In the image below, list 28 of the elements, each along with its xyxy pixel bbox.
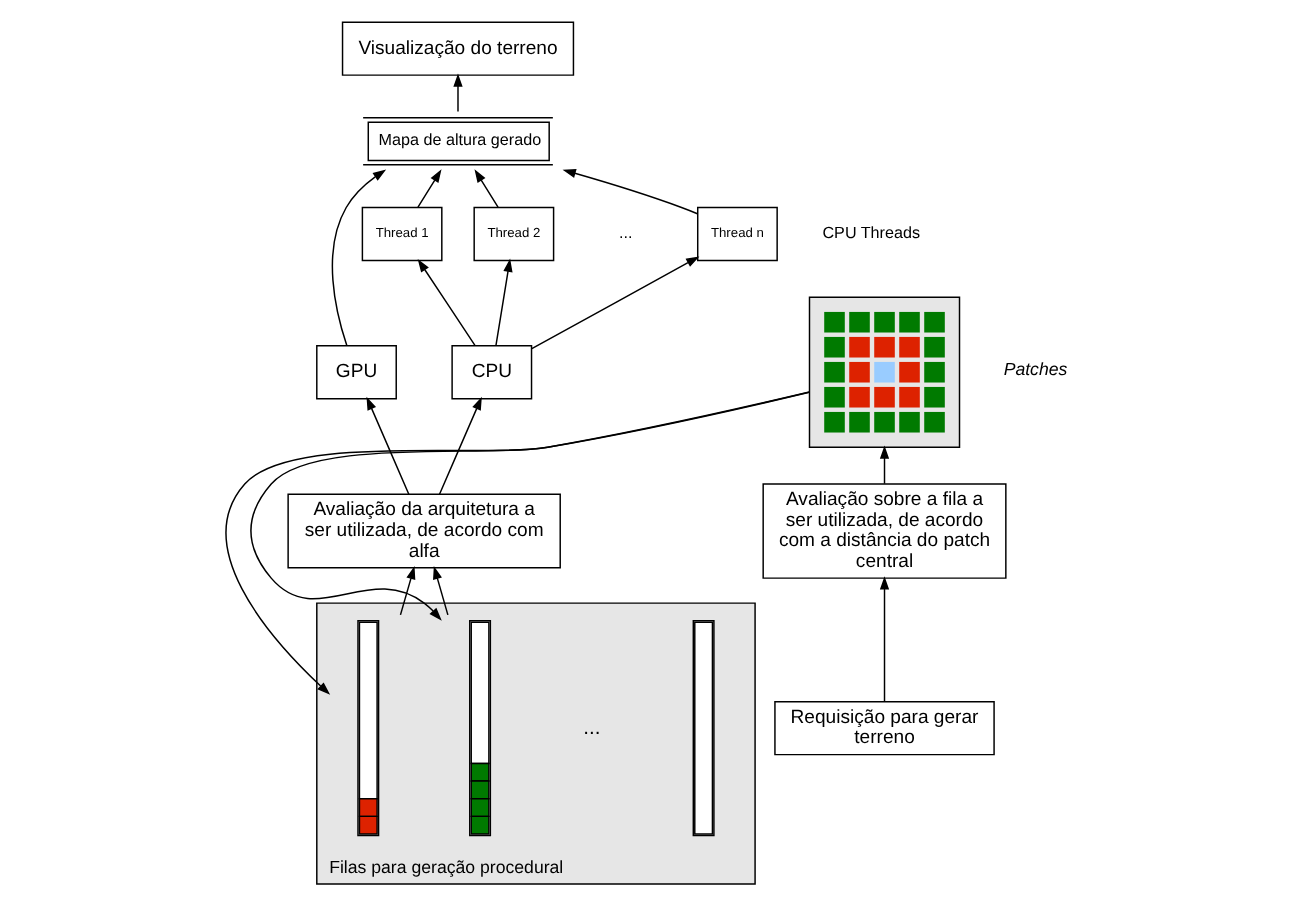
arrow [879,576,890,703]
node-box: GPU [316,345,397,400]
arrow [366,396,410,495]
node-box: Avaliação da arquitetura a ser utilizada, de acordo com alfa [287,493,561,569]
arrow [495,258,513,347]
arrow [433,566,449,616]
arrow [331,169,387,347]
arrow [225,391,811,695]
arrow [438,396,482,495]
arrow [562,169,699,215]
arrow [399,566,416,616]
arrow [531,256,700,350]
arrow [417,169,442,208]
node-box: Requisição para gerar terreno [774,700,995,756]
label: ... [583,717,601,740]
arrow [417,258,476,347]
node-box: Visualização do terreno [341,21,575,76]
label: CPU Threads [822,224,921,243]
node-label: Patches [1003,359,1068,380]
arrow [474,169,499,208]
node-box: CPU [451,345,533,400]
arrow [879,445,890,485]
node-box: Avaliação sobre a fila a ser utilizada, de acordo com a distância do patch central [762,483,1007,579]
label: ... [618,224,633,243]
node-box [808,296,961,448]
arrow [453,73,463,113]
node-label: Filas para geração procedural [329,857,564,878]
arrow [250,391,811,621]
